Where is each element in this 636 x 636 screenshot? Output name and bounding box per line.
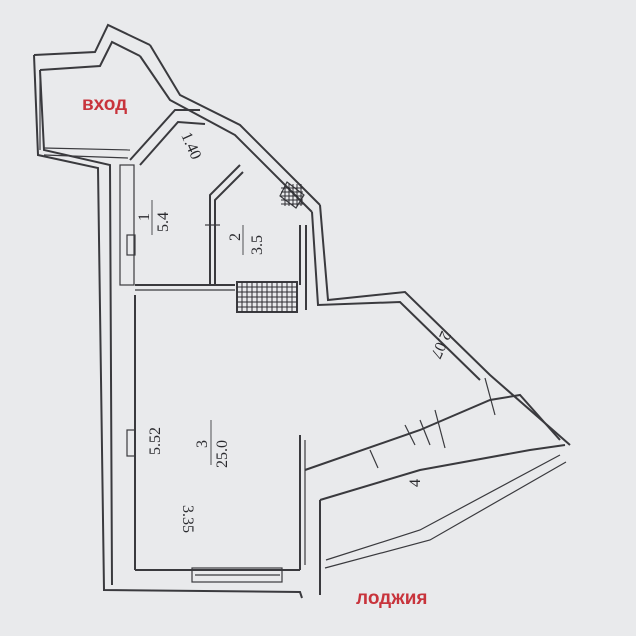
- room-2-area: 3.5: [249, 235, 266, 255]
- outer-walls: [33, 23, 571, 599]
- bathroom-walls: [205, 164, 307, 310]
- room-3-number: 3: [194, 440, 211, 448]
- entrance-width-dimension: 1.40: [177, 130, 204, 162]
- room-2-number: 2: [227, 233, 244, 241]
- room-length-dimension: 5.52: [147, 427, 164, 455]
- room-3-label: 3 25.0: [194, 420, 231, 468]
- room-width-dimension: 3.35: [179, 505, 196, 533]
- entrance-label: вход: [82, 94, 127, 115]
- room-4-number: 4: [407, 479, 424, 487]
- main-room-walls: [126, 234, 306, 583]
- hall-walls: [43, 109, 235, 291]
- room-3-area: 25.0: [214, 440, 231, 468]
- room-2-label: 2 3.5: [227, 225, 266, 255]
- ventilation-grid-upper: [279, 181, 305, 209]
- loggia-label: лоджия: [356, 588, 427, 609]
- room-1-area: 5.4: [155, 212, 172, 232]
- loggia-walls: [304, 377, 567, 595]
- room-1-number: 1: [136, 213, 153, 221]
- ventilation-shaft: [236, 281, 298, 313]
- room-1-label: 1 5.4: [136, 200, 172, 235]
